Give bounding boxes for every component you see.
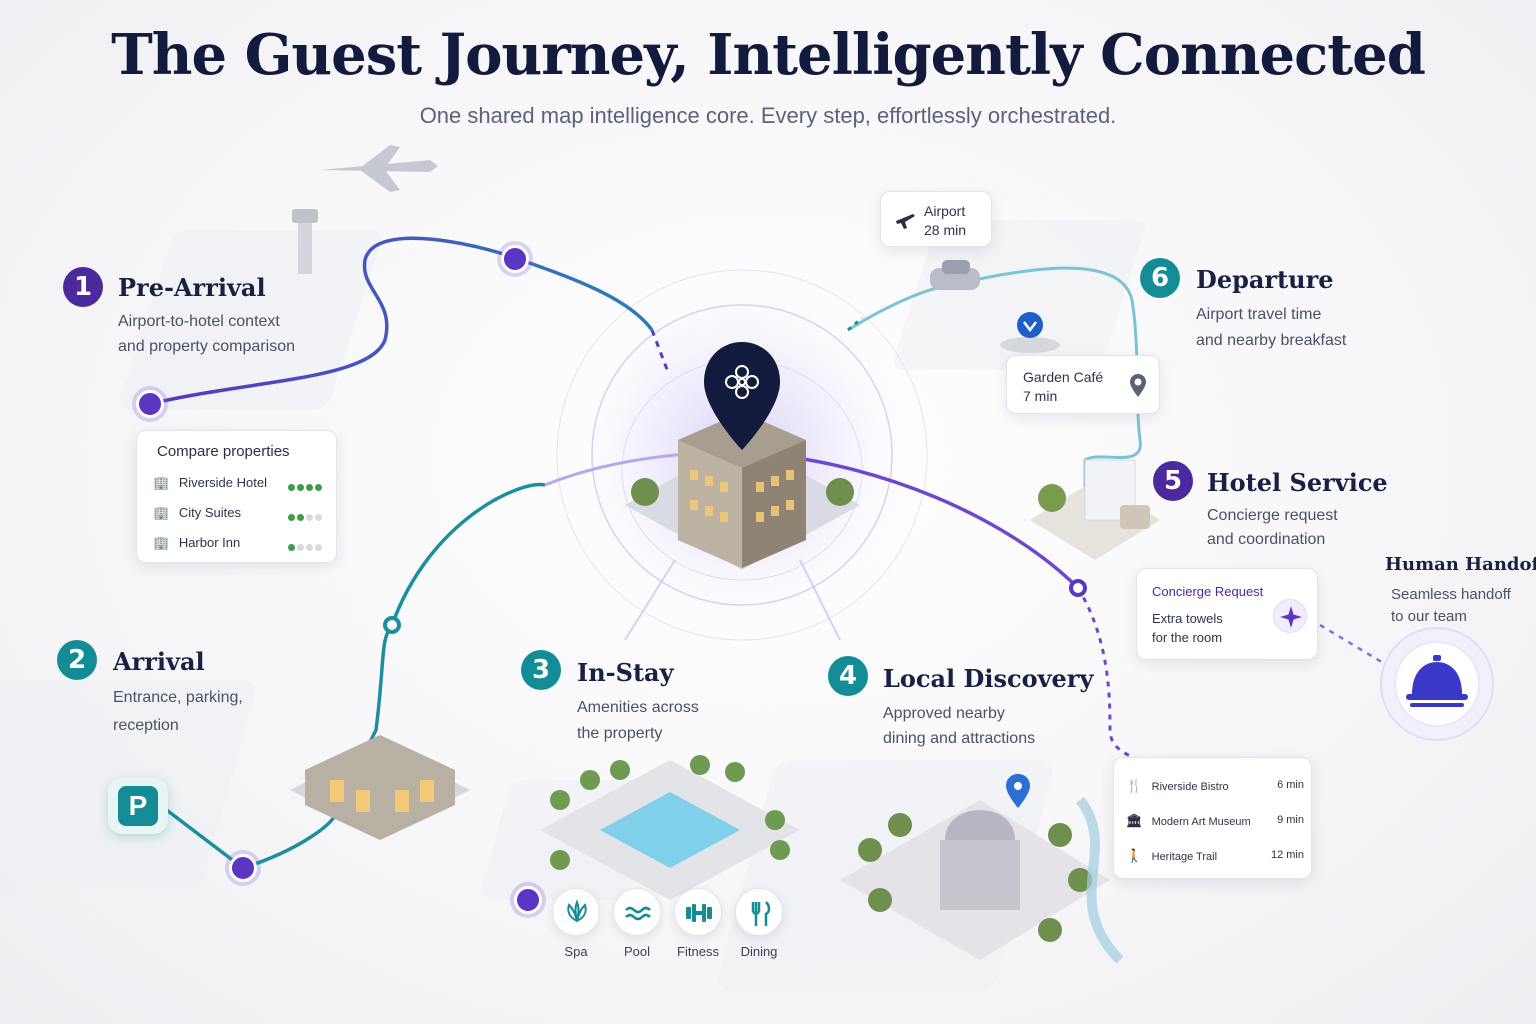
step-desc-pre-arrival-1: Airport-to-hotel context bbox=[118, 313, 280, 330]
step-desc-departure-1: Airport travel time bbox=[1196, 306, 1322, 323]
amenity-label-fitness: Fitness bbox=[677, 944, 719, 959]
airport-label: Airport bbox=[924, 203, 966, 219]
parking-icon: P bbox=[118, 786, 158, 826]
nearby-places-card[interactable]: 🍴 Riverside Bistro 6 min 🏛 Modern Art Mu… bbox=[1113, 757, 1312, 879]
building-icon: 🏢 bbox=[153, 475, 170, 490]
step-badge-4: 4 bbox=[828, 656, 868, 696]
departure-route bbox=[847, 266, 1142, 520]
step-desc-service-1: Concierge request bbox=[1207, 507, 1338, 524]
dumbbell-icon bbox=[686, 904, 712, 922]
step-title-in-stay: In-Stay bbox=[577, 658, 674, 687]
amenity-label-pool: Pool bbox=[623, 944, 651, 959]
step-title-local-discovery: Local Discovery bbox=[883, 664, 1094, 693]
utensils-icon: 🍴 bbox=[1126, 778, 1143, 793]
handoff-line-2: to our team bbox=[1391, 608, 1467, 625]
nearby-row[interactable]: 🚶 Heritage Trail 12 min bbox=[1126, 848, 1304, 863]
step-badge-6: 6 bbox=[1140, 258, 1180, 298]
route-node-sparkle[interactable] bbox=[136, 390, 164, 418]
step-badge-1: 1 bbox=[63, 267, 103, 307]
amenity-spa[interactable] bbox=[552, 888, 600, 936]
amenity-dining[interactable] bbox=[735, 888, 783, 936]
compare-row[interactable]: 🏢 City Suites bbox=[153, 505, 333, 521]
sparkle-icon bbox=[1273, 599, 1307, 633]
handoff-title: Human Handoff bbox=[1385, 554, 1536, 575]
page-title: The Guest Journey, Intelligently Connect… bbox=[111, 22, 1426, 88]
museum-area bbox=[840, 796, 1124, 964]
hotel-building bbox=[625, 412, 860, 570]
concierge-card-title: Concierge Request bbox=[1152, 584, 1264, 599]
route-node-teal[interactable] bbox=[383, 616, 401, 634]
compare-properties-card[interactable]: Compare properties 🏢 Riverside Hotel 🏢 C… bbox=[136, 430, 337, 563]
route-node-purple[interactable] bbox=[1069, 579, 1087, 597]
control-tower-icon bbox=[292, 209, 318, 274]
car-icon bbox=[930, 260, 980, 290]
airplane-icon bbox=[320, 145, 438, 192]
route-node-sparkle[interactable] bbox=[514, 886, 542, 914]
handoff-line-1: Seamless handoff bbox=[1391, 586, 1511, 603]
step-badge-5: 5 bbox=[1153, 461, 1193, 501]
amenity-label-spa: Spa bbox=[564, 944, 588, 959]
compare-row[interactable]: 🏢 Harbor Inn bbox=[153, 535, 333, 551]
rating-dots bbox=[288, 479, 324, 494]
amenity-pool[interactable] bbox=[613, 888, 661, 936]
nearby-row[interactable]: 🍴 Riverside Bistro 6 min bbox=[1126, 778, 1304, 793]
nearby-row[interactable]: 🏛 Modern Art Museum 9 min bbox=[1126, 813, 1304, 828]
building-icon: 🏢 bbox=[153, 505, 170, 520]
route-node-sparkle[interactable] bbox=[229, 854, 257, 882]
airport-time-card[interactable]: Airport 28 min bbox=[880, 191, 992, 247]
compare-card-title: Compare properties bbox=[157, 443, 290, 460]
concierge-line-2: for the room bbox=[1152, 630, 1223, 645]
building-icon: 🏢 bbox=[153, 535, 170, 550]
step-badge-3: 3 bbox=[521, 650, 561, 690]
plane-icon bbox=[896, 214, 915, 229]
arrival-route bbox=[158, 482, 546, 870]
museum-pin-icon bbox=[1006, 774, 1030, 808]
page-subtitle: One shared map intelligence core. Every … bbox=[419, 103, 1117, 128]
concierge-bell-icon bbox=[1406, 655, 1468, 707]
location-pin-icon bbox=[1130, 374, 1146, 397]
concierge-line-1: Extra towels bbox=[1152, 611, 1223, 626]
step-desc-arrival-2: reception bbox=[113, 717, 179, 734]
step-title-arrival: Arrival bbox=[113, 647, 205, 676]
rating-dots bbox=[288, 509, 324, 524]
lotus-icon bbox=[567, 899, 587, 923]
step-title-hotel-service: Hotel Service bbox=[1207, 468, 1388, 497]
walking-icon: 🚶 bbox=[1126, 848, 1143, 863]
arrival-building bbox=[290, 735, 470, 840]
step-title-pre-arrival: Pre-Arrival bbox=[118, 273, 266, 302]
cafe-label: Garden Café bbox=[1023, 369, 1104, 385]
airport-time: 28 min bbox=[924, 222, 967, 238]
amenity-label-dining: Dining bbox=[740, 944, 778, 959]
route-node-sparkle[interactable] bbox=[501, 245, 529, 273]
compare-row[interactable]: 🏢 Riverside Hotel bbox=[153, 475, 333, 491]
step-desc-pre-arrival-2: and property comparison bbox=[118, 338, 295, 355]
parking-tile[interactable]: P bbox=[108, 778, 168, 834]
step-desc-local-2: dining and attractions bbox=[883, 730, 1036, 747]
handoff-route bbox=[1319, 623, 1396, 672]
step-desc-service-2: and coordination bbox=[1207, 531, 1326, 548]
amenity-fitness[interactable] bbox=[674, 888, 722, 936]
step-desc-local-1: Approved nearby bbox=[883, 705, 1005, 722]
step-badge-2: 2 bbox=[57, 640, 97, 680]
museum-icon: 🏛 bbox=[1126, 813, 1143, 828]
lobby-area bbox=[1030, 459, 1160, 560]
concierge-request-card[interactable]: Concierge Request Extra towels for the r… bbox=[1136, 568, 1318, 660]
utensils-icon bbox=[751, 901, 771, 926]
pre-arrival-route bbox=[149, 236, 654, 406]
rating-dots bbox=[288, 539, 324, 554]
step-desc-arrival-1: Entrance, parking, bbox=[113, 689, 243, 706]
step-desc-in-stay-1: Amenities across bbox=[577, 699, 699, 716]
waves-icon bbox=[625, 906, 651, 921]
cafe-time-card[interactable]: Garden Café 7 min bbox=[1006, 355, 1160, 414]
step-desc-departure-2: and nearby breakfast bbox=[1196, 332, 1347, 349]
heart-pin-icon bbox=[1000, 312, 1060, 353]
pool-area bbox=[540, 755, 800, 900]
step-title-departure: Departure bbox=[1196, 265, 1334, 294]
cafe-time: 7 min bbox=[1023, 388, 1058, 404]
core-location-pin-icon bbox=[704, 342, 780, 450]
step-desc-in-stay-2: the property bbox=[577, 725, 663, 742]
